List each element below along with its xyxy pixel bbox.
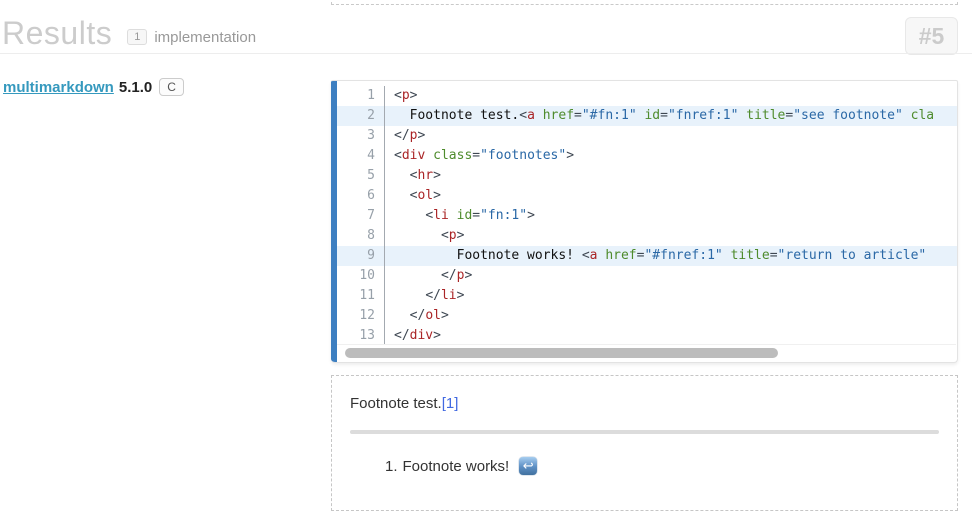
rendered-preview-box: Footnote test.[1] 1. Footnote works! ↩ (331, 375, 958, 511)
code-line-content: </li> (425, 288, 465, 303)
code-line-content: <div class="footnotes"> (394, 148, 575, 163)
line-number: 11 (337, 286, 385, 306)
code-line-content: <p> (440, 228, 465, 243)
code-output-panel: 1 <p> 2 Footnote test.<a href="#fn:1" id="… (331, 80, 958, 363)
code-line: 3 </p> (337, 126, 957, 146)
previous-preview-box-edge (331, 0, 958, 5)
footnote-list-item: 1. Footnote works! ↩ (385, 457, 939, 475)
code-lines: 1 <p> 2 Footnote test.<a href="#fn:1" id="… (337, 81, 957, 346)
code-line: 6 <ol> (337, 186, 957, 206)
header-divider (0, 53, 972, 54)
footnote-reference-link[interactable]: [1] (441, 395, 459, 412)
implementation-row: multimarkdown 5.1.0 C (3, 78, 184, 96)
line-number: 2 (337, 106, 385, 126)
code-line: 7 <li id="fn:1"> (337, 206, 957, 226)
line-number: 10 (337, 266, 385, 286)
code-line-content: </p> (394, 128, 426, 143)
implementation-version: 5.1.0 (118, 78, 153, 96)
code-line: 13 </div> (337, 326, 957, 346)
line-number: 9 (337, 246, 385, 266)
line-number: 5 (337, 166, 385, 186)
code-line: 10 </p> (337, 266, 957, 286)
line-number: 7 (337, 206, 385, 226)
code-line-content: <hr> (409, 168, 441, 183)
code-line-content: <ol> (409, 188, 441, 203)
code-line-content: <p> (394, 88, 418, 103)
code-line-content: Footnote works! <a href="#fnref:1" title… (394, 248, 927, 263)
code-accent-bar (331, 81, 337, 362)
implementation-count-label: implementation (154, 28, 257, 46)
line-number: 12 (337, 306, 385, 326)
line-number: 4 (337, 146, 385, 166)
footnote-item-number: 1. (385, 457, 398, 475)
implementation-link[interactable]: multimarkdown (3, 78, 114, 96)
code-line-content: </div> (394, 328, 441, 343)
line-number: 8 (337, 226, 385, 246)
line-number: 1 (337, 86, 385, 106)
result-number-link[interactable]: #5 (905, 17, 958, 55)
implementation-count-badge: 1 (127, 29, 148, 45)
preview-divider (350, 430, 939, 434)
line-number: 13 (337, 326, 385, 346)
code-line: 12 </ol> (337, 306, 957, 326)
code-line-content: </ol> (409, 308, 449, 323)
code-line: 11 </li> (337, 286, 957, 306)
language-badge: C (159, 78, 184, 96)
horizontal-scrollbar[interactable] (337, 344, 956, 361)
page-title: Results (2, 15, 113, 51)
code-line: 9 Footnote works! <a href="#fnref:1" tit… (337, 246, 957, 266)
code-line: 8 <p> (337, 226, 957, 246)
return-to-article-icon[interactable]: ↩ (519, 457, 538, 475)
code-line-content: Footnote test.<a href="#fn:1" id="fnref:… (394, 108, 935, 123)
footnote-item-text: Footnote works! (402, 457, 510, 475)
line-number: 3 (337, 126, 385, 146)
code-line: 1 <p> (337, 86, 957, 106)
code-line: 2 Footnote test.<a href="#fn:1" id="fnre… (337, 106, 957, 126)
preview-paragraph: Footnote test.[1] (350, 395, 939, 413)
line-number: 6 (337, 186, 385, 206)
results-header: Results 1 implementation (2, 16, 256, 50)
code-line: 4 <div class="footnotes"> (337, 146, 957, 166)
code-line-content: <li id="fn:1"> (425, 208, 535, 223)
code-line: 5 <hr> (337, 166, 957, 186)
scrollbar-thumb[interactable] (345, 348, 779, 358)
code-line-content: </p> (440, 268, 473, 283)
preview-paragraph-text: Footnote test. (350, 395, 442, 412)
